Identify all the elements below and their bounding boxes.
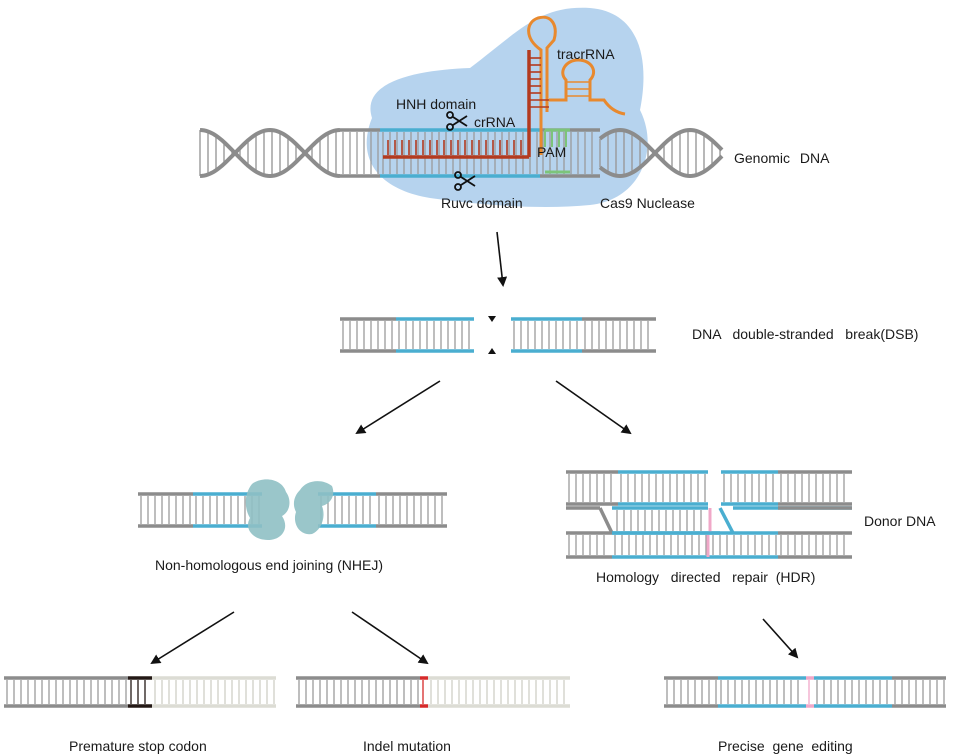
arrow-nhej-to-stop (150, 611, 235, 665)
genomic-dna (199, 127, 724, 179)
hdr-label: Homology directed repair (HDR) (596, 569, 816, 585)
premature-stop-codon-label: Premature stop codon (69, 738, 207, 754)
scissors-icon (446, 111, 468, 131)
donor-dna-bottom (566, 531, 852, 559)
nhej-right-end (318, 492, 447, 528)
tracr-rna (527, 15, 626, 155)
nhej-left-end (138, 492, 262, 528)
genomic-dna-label: Genomic DNA (734, 150, 830, 166)
precise-edit-dna (664, 676, 946, 708)
donor-dna-top-right (721, 470, 852, 506)
arrow-nhej-to-indel (351, 611, 429, 665)
dsb-cut-mark-top (488, 316, 496, 322)
guide-rna (383, 50, 531, 159)
dsb-label: DNA double-stranded break(DSB) (692, 326, 919, 342)
pam-site (544, 128, 570, 174)
cas9-nuclease-label: Cas9 Nuclease (600, 195, 695, 211)
stop-codon-dna (4, 676, 276, 708)
arrow-cas9-to-dsb (496, 231, 508, 287)
precise-gene-editing-label: Precise gene editing (718, 738, 853, 754)
nhej-label: Non-homologous end joining (NHEJ) (155, 557, 384, 573)
arrow-hdr-to-edit (762, 618, 799, 659)
ruvc-domain-label: Ruvc domain (441, 195, 523, 211)
dsb-left-fragment (340, 317, 474, 353)
indel-mutation-label: Indel mutation (363, 738, 451, 754)
donor-dna-top-left (566, 470, 708, 506)
hdr-invasion-strands (566, 506, 852, 535)
ku-protein-right (293, 481, 334, 535)
arrow-dsb-to-hdr (555, 380, 632, 435)
ku-protein-left (245, 479, 290, 540)
hnh-domain-label: HNH domain (396, 96, 477, 112)
dsb-right-fragment (511, 317, 656, 353)
arrow-dsb-to-nhej (355, 380, 441, 435)
donor-dna-label: Donor DNA (864, 513, 936, 529)
tracrrna-label: tracrRNA (557, 46, 615, 62)
indel-mutation-dna (296, 676, 570, 708)
pam-label: PAM (537, 144, 567, 160)
dsb-cut-mark-bottom (488, 348, 496, 354)
scissors-icon (454, 171, 476, 191)
crrna-label: crRNA (474, 114, 516, 130)
